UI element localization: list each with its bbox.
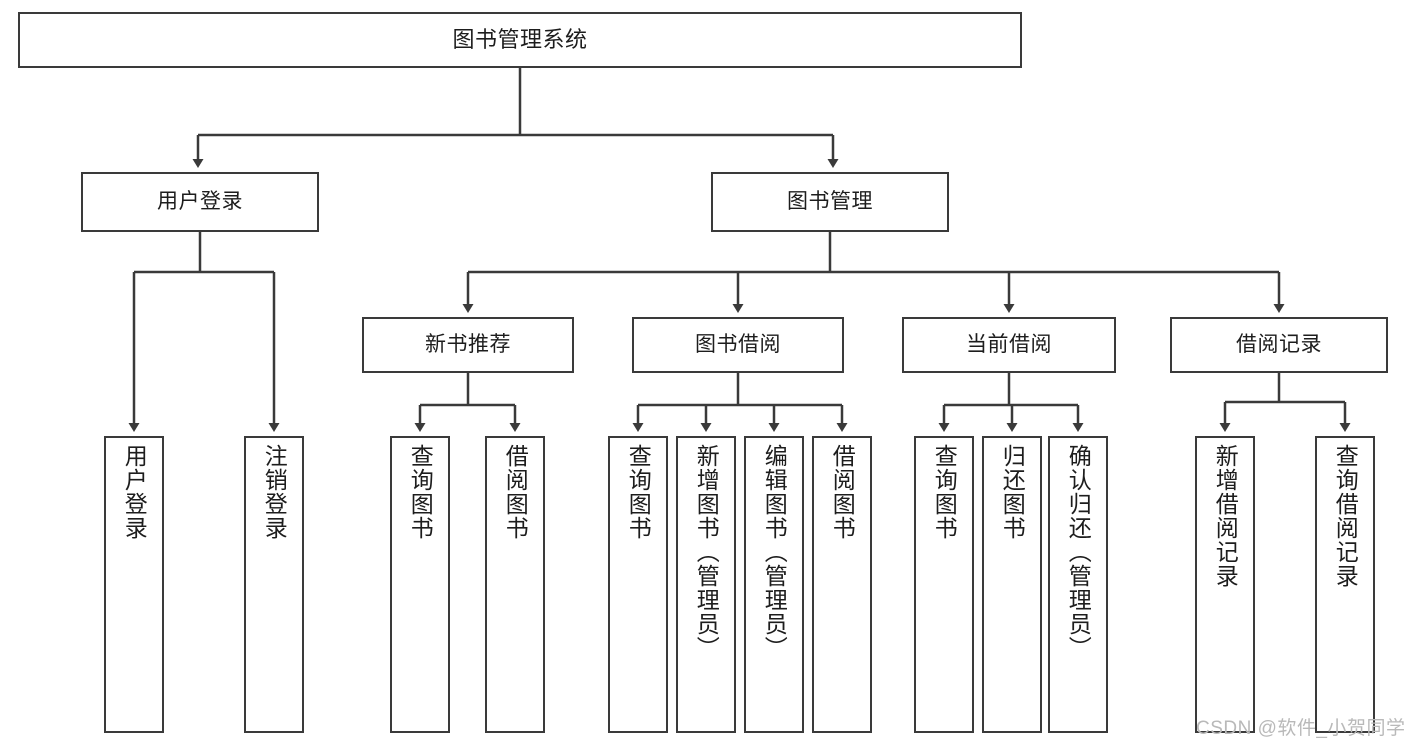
- node-book-borrow-label: 图书借阅: [695, 332, 781, 356]
- node-leaf-logout-label: 注销登录: [261, 444, 288, 540]
- node-borrow-record-label: 借阅记录: [1236, 332, 1322, 356]
- node-leaf-query-record-label: 查询借阅记录: [1332, 444, 1359, 588]
- node-new-book-rec-label: 新书推荐: [425, 332, 511, 356]
- node-leaf-confirm-return-label: 确认归还（管理员）: [1065, 444, 1092, 660]
- node-leaf-query-book-rec-label: 查询图书: [407, 444, 434, 540]
- node-leaf-edit-book[interactable]: 编辑图书（管理员）: [744, 436, 804, 733]
- node-borrow-record[interactable]: 借阅记录: [1170, 317, 1388, 373]
- node-leaf-query-cur-label: 查询图书: [931, 444, 958, 540]
- node-leaf-borrow-book[interactable]: 借阅图书: [812, 436, 872, 733]
- node-leaf-query-record[interactable]: 查询借阅记录: [1315, 436, 1375, 733]
- node-new-book-rec[interactable]: 新书推荐: [362, 317, 574, 373]
- node-leaf-query-book-rec[interactable]: 查询图书: [390, 436, 450, 733]
- node-leaf-query-book-label: 查询图书: [625, 444, 652, 540]
- node-current-borrow-label: 当前借阅: [966, 332, 1052, 356]
- node-user-login-label: 用户登录: [157, 189, 243, 213]
- node-leaf-return-book-label: 归还图书: [999, 444, 1026, 540]
- node-book-borrow[interactable]: 图书借阅: [632, 317, 844, 373]
- node-leaf-edit-book-label: 编辑图书（管理员）: [761, 444, 788, 660]
- node-leaf-borrow-book-rec[interactable]: 借阅图书: [485, 436, 545, 733]
- node-current-borrow[interactable]: 当前借阅: [902, 317, 1116, 373]
- node-leaf-return-book[interactable]: 归还图书: [982, 436, 1042, 733]
- node-leaf-user-login[interactable]: 用户登录: [104, 436, 164, 733]
- node-user-login[interactable]: 用户登录: [81, 172, 319, 232]
- node-root[interactable]: 图书管理系统: [18, 12, 1022, 68]
- node-leaf-user-login-label: 用户登录: [121, 444, 148, 540]
- node-leaf-add-book-label: 新增图书（管理员）: [693, 444, 720, 660]
- node-leaf-add-record[interactable]: 新增借阅记录: [1195, 436, 1255, 733]
- node-leaf-query-cur[interactable]: 查询图书: [914, 436, 974, 733]
- node-book-manage[interactable]: 图书管理: [711, 172, 949, 232]
- node-leaf-add-book[interactable]: 新增图书（管理员）: [676, 436, 736, 733]
- node-leaf-borrow-book-label: 借阅图书: [829, 444, 856, 540]
- node-leaf-add-record-label: 新增借阅记录: [1212, 444, 1239, 588]
- csdn-watermark: CSDN @软件_小贺同学: [1196, 718, 1405, 739]
- node-leaf-logout[interactable]: 注销登录: [244, 436, 304, 733]
- node-leaf-query-book[interactable]: 查询图书: [608, 436, 668, 733]
- node-leaf-borrow-book-rec-label: 借阅图书: [502, 444, 529, 540]
- node-root-label: 图书管理系统: [452, 27, 588, 53]
- node-leaf-confirm-return[interactable]: 确认归还（管理员）: [1048, 436, 1108, 733]
- node-book-manage-label: 图书管理: [787, 189, 873, 213]
